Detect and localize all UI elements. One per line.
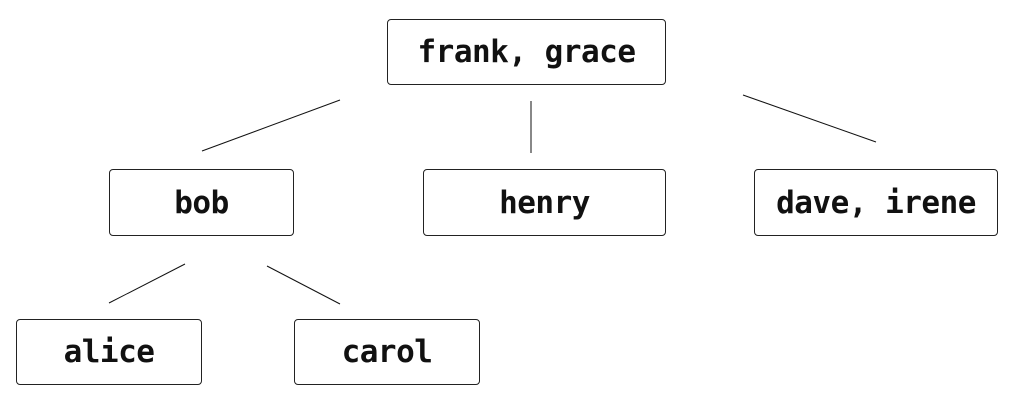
edge-root-dave <box>742 94 877 143</box>
node-label: alice <box>63 334 155 370</box>
edge-bob-alice <box>108 263 186 304</box>
node-label: carol <box>341 334 433 370</box>
tree-node-henry: henry <box>423 169 666 236</box>
tree-node-alice: alice <box>16 319 202 385</box>
node-label: bob <box>174 184 229 221</box>
node-label: dave, irene <box>776 184 976 221</box>
tree-node-frank-grace: frank, grace <box>387 19 666 85</box>
node-label: frank, grace <box>417 34 636 70</box>
edge-bob-carol <box>266 265 341 305</box>
tree-node-carol: carol <box>294 319 480 385</box>
tree-node-dave-irene: dave, irene <box>754 169 998 236</box>
edge-root-bob <box>201 99 341 152</box>
node-label: henry <box>499 184 590 221</box>
tree-node-bob: bob <box>109 169 294 236</box>
